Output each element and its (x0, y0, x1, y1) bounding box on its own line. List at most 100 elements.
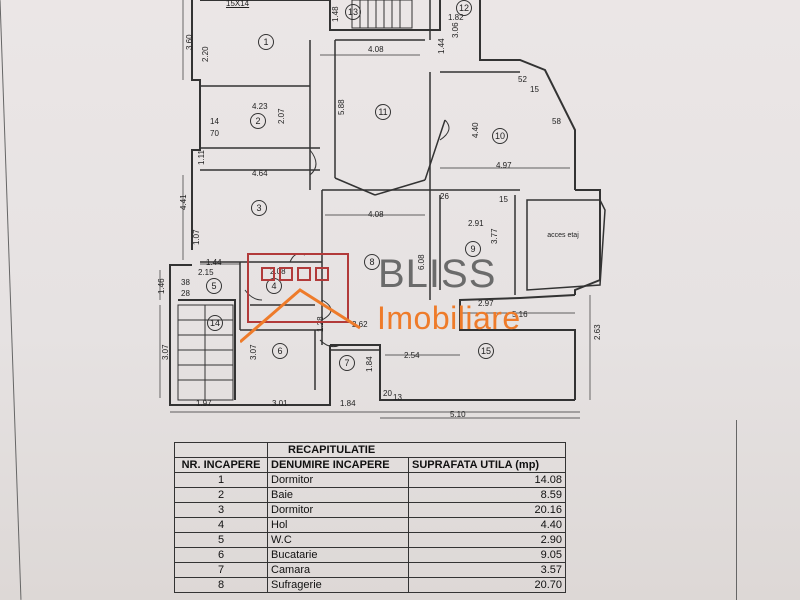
bliss-imobiliare-logo: BLISS Imobiliare (240, 250, 580, 360)
room-3-marker: 3 (251, 200, 267, 216)
dim-4-41: 4.41 (179, 194, 188, 210)
dim-4-97: 4.97 (496, 161, 512, 170)
south-east-wall (459, 294, 576, 400)
dim-15b: 15 (499, 195, 508, 204)
dim-3-07a: 3.07 (161, 344, 170, 360)
room-11-marker: 11 (375, 104, 391, 120)
row-nr: 3 (174, 502, 268, 518)
dim-4-64: 4.64 (252, 169, 268, 178)
row-nr: 7 (174, 562, 268, 578)
row-area: 4.40 (408, 517, 566, 533)
row-area: 9.05 (408, 547, 566, 563)
logo-brand-text: BLISS (378, 252, 497, 296)
table-row: 5 W.C 2.90 (174, 532, 566, 548)
dim-13: 13 (393, 393, 402, 402)
dim-3-77: 3.77 (490, 228, 499, 244)
row-name: Hol (267, 517, 409, 533)
dim-2-97: 2.97 (478, 299, 494, 308)
row-area: 2.90 (408, 532, 566, 548)
room-12-marker: 12 (456, 0, 472, 16)
header-nr: NR. INCAPERE (174, 457, 268, 473)
south-wall (330, 344, 575, 401)
row-nr: 8 (174, 577, 268, 593)
door-arc-6 (439, 119, 450, 141)
row-name: Bucatarie (267, 547, 409, 563)
dim-20: 20 (383, 389, 392, 398)
stair-enclosure (178, 299, 236, 400)
stairs-13 (351, 0, 413, 29)
door-arc-5 (319, 339, 341, 348)
dim-2-07: 2.07 (277, 108, 286, 124)
dim-15a: 15 (530, 85, 539, 94)
table-row: 1 Dormitor 14.08 (174, 472, 566, 488)
dim-4-40: 4.40 (471, 122, 480, 138)
row-nr: 6 (174, 547, 268, 563)
table-row: 4 Hol 4.40 (174, 517, 566, 533)
dim-2-63: 2.63 (593, 324, 602, 340)
dim-2-91: 2.91 (468, 219, 484, 228)
table-row: 7 Camara 3.57 (174, 562, 566, 578)
dim-1-46: 1.46 (157, 278, 166, 294)
room-8-marker: 8 (364, 254, 380, 270)
dim-2-20: 2.20 (201, 46, 210, 62)
south-west-wall (169, 264, 331, 406)
north-wall-mid (329, 0, 441, 31)
dim-5-88: 5.88 (337, 99, 346, 115)
dim-1-44: 1.44 (437, 38, 446, 54)
door-arc-2 (244, 289, 263, 301)
row-nr: 1 (174, 472, 268, 488)
floor-plan-drawing (159, 0, 606, 419)
door-arc-1 (309, 149, 317, 176)
row-name: Camara (267, 562, 409, 578)
row-nr: 5 (174, 532, 268, 548)
dim-1-48: 1.48 (331, 6, 340, 22)
dim-2-62: 2.62 (352, 320, 368, 329)
dim-26: 26 (440, 192, 449, 201)
table-row: 8 Sufragerie 20.70 (174, 577, 566, 593)
row-area: 3.57 (408, 562, 566, 578)
dim-14a: 14 (210, 117, 219, 126)
dim-2-54: 2.54 (404, 351, 420, 360)
house-logo-icon (240, 253, 361, 344)
table-row: 3 Dormitor 20.16 (174, 502, 566, 518)
header-area: SUPRAFATA UTILA (mp) (408, 457, 566, 473)
recap-table: RECAPITULATIE NR. INCAPERE DENUMIRE INCA… (174, 442, 566, 593)
dim-52: 52 (518, 75, 527, 84)
room-15-marker: 15 (478, 343, 494, 359)
dim-15x14: 15X14 (226, 0, 250, 8)
row-area: 8.59 (408, 487, 566, 503)
dim-1-44b: 1.44 (206, 258, 222, 267)
dim-2-15: 2.15 (198, 268, 214, 277)
header-name: DENUMIRE INCAPERE (267, 457, 409, 473)
room-5-marker: 5 (206, 278, 222, 294)
room-6-marker: 6 (272, 343, 288, 359)
dim-3-06: 3.06 (451, 22, 460, 38)
dim-4-08-mid: 4.08 (368, 210, 384, 219)
row-area: 20.16 (408, 502, 566, 518)
recap-header-row: NR. INCAPERE DENUMIRE INCAPERE SUPRAFATA… (174, 457, 566, 473)
row-area: 14.08 (408, 472, 566, 488)
dim-3-01: 3.01 (272, 399, 288, 408)
row-nr: 4 (174, 517, 268, 533)
room-13-marker: 13 (345, 4, 361, 20)
row-name: Dormitor (267, 472, 409, 488)
room-14-marker: 14 (207, 315, 223, 331)
dim-4-08-top: 4.08 (368, 45, 384, 54)
row-name: Sufragerie (267, 577, 409, 593)
north-wall-right (479, 0, 576, 190)
row-name: W.C (267, 532, 409, 548)
row-area: 20.70 (408, 577, 566, 593)
dim-1-82: 1.82 (448, 13, 464, 22)
room-10-marker: 10 (492, 128, 508, 144)
row-nr: 2 (174, 487, 268, 503)
dim-1-11: 1.11 (197, 150, 206, 165)
room-7-marker: 7 (339, 355, 355, 371)
dim-5-10: 5.10 (450, 410, 466, 419)
recap-title-row: RECAPITULATIE (174, 442, 566, 458)
room-9-marker: 9 (465, 241, 481, 257)
dim-70: 70 (210, 129, 219, 138)
room-2-marker: 2 (250, 113, 266, 129)
room-1-marker: 1 (258, 34, 274, 50)
acces-etaj-label: acces etaj (547, 232, 579, 239)
